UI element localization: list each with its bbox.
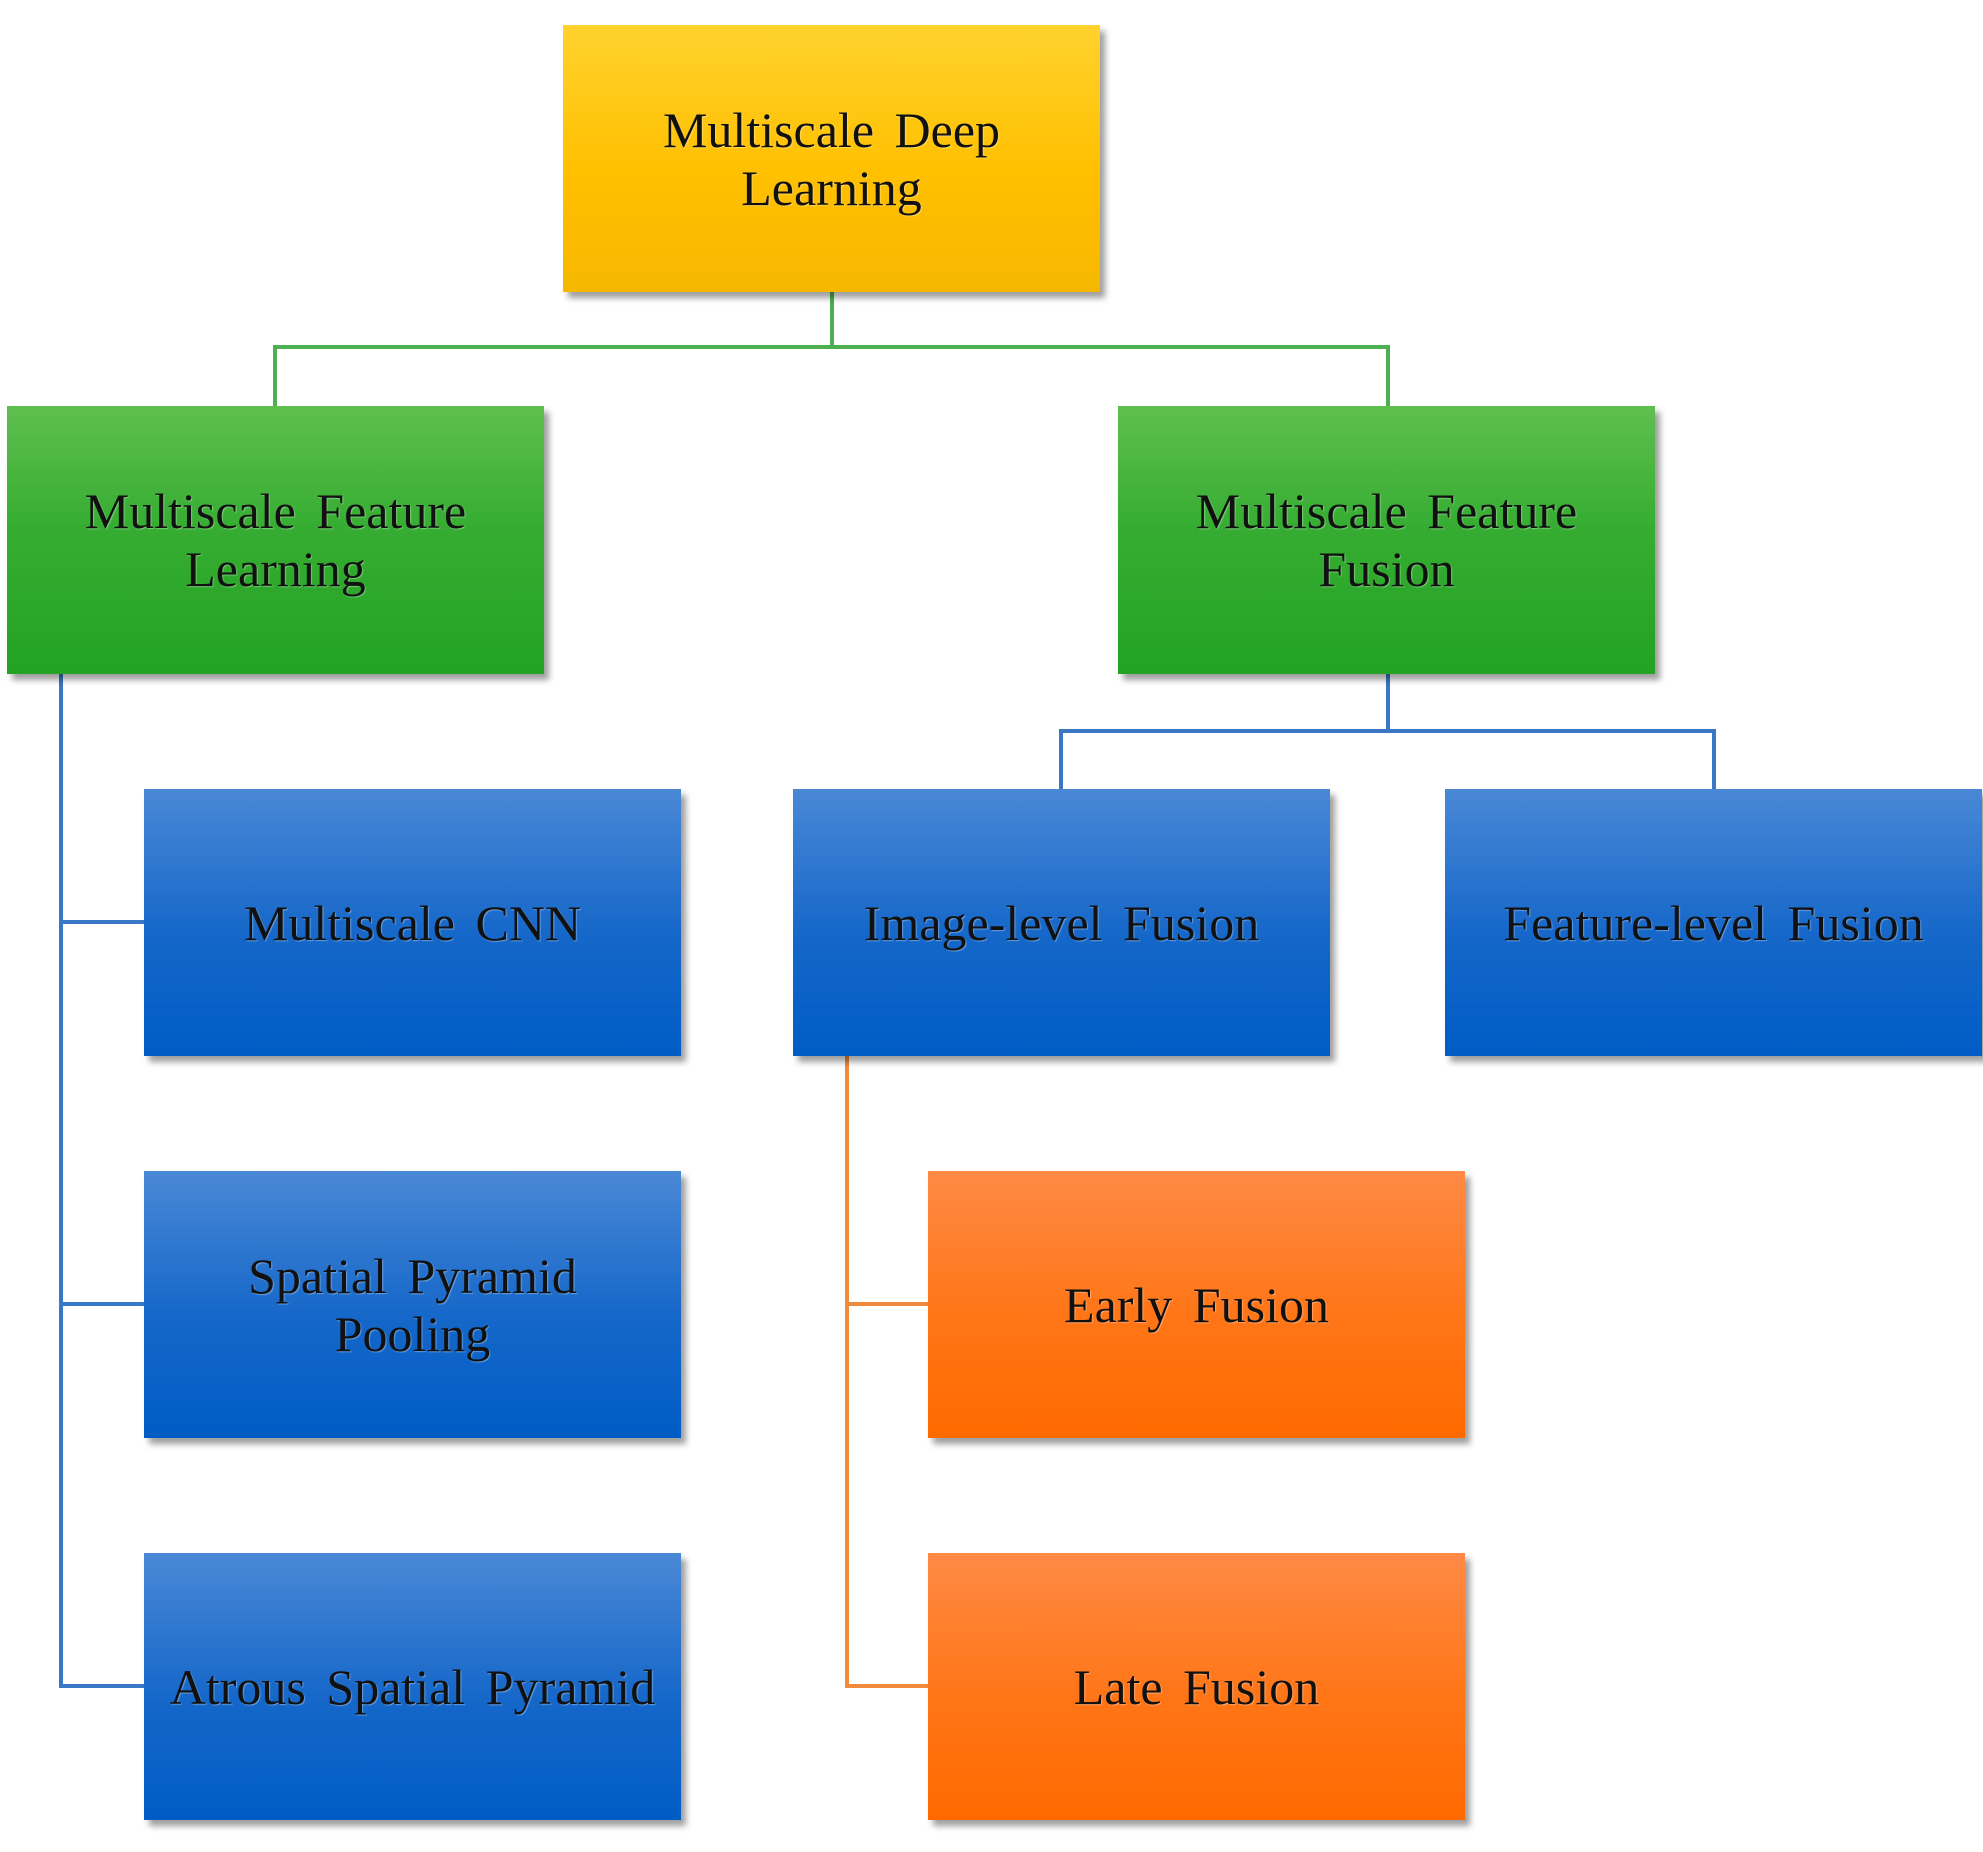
node-label: Multiscale Deep Learning [662, 101, 1001, 216]
node-label: Feature-level Fusion [1503, 894, 1924, 951]
node-multiscale-cnn: Multiscale CNN [144, 789, 681, 1056]
node-multiscale-deep-learning: Multiscale Deep Learning [563, 25, 1100, 292]
node-label: Early Fusion [1064, 1276, 1329, 1333]
node-multiscale-feature-learning: Multiscale Feature Learning [7, 406, 544, 674]
connector-fusion-to-feature-level [1388, 729, 1716, 789]
node-feature-level-fusion: Feature-level Fusion [1445, 789, 1982, 1056]
node-late-fusion: Late Fusion [928, 1553, 1465, 1820]
node-label: Late Fusion [1073, 1658, 1320, 1715]
node-label: Multiscale CNN [243, 894, 582, 951]
node-label: Multiscale Feature Fusion [1195, 483, 1578, 597]
node-label: Multiscale Feature Learning [84, 483, 467, 597]
connector-fusion-to-children [1059, 674, 1390, 789]
connector-root-to-level1 [273, 292, 834, 406]
connector-root-to-fusion [832, 345, 1390, 406]
connector-learning-trunk [59, 674, 144, 1688]
node-multiscale-feature-fusion: Multiscale Feature Fusion [1118, 406, 1655, 674]
node-image-level-fusion: Image-level Fusion [793, 789, 1330, 1056]
node-label: Image-level Fusion [863, 894, 1260, 951]
connector-image-level-trunk [845, 1056, 928, 1688]
node-label: Atrous Spatial Pyramid [169, 1658, 656, 1715]
node-early-fusion: Early Fusion [928, 1171, 1465, 1438]
node-label: Spatial Pyramid Pooling [248, 1247, 577, 1362]
node-spatial-pyramid-pooling: Spatial Pyramid Pooling [144, 1171, 681, 1438]
node-atrous-spatial-pyramid: Atrous Spatial Pyramid [144, 1553, 681, 1820]
